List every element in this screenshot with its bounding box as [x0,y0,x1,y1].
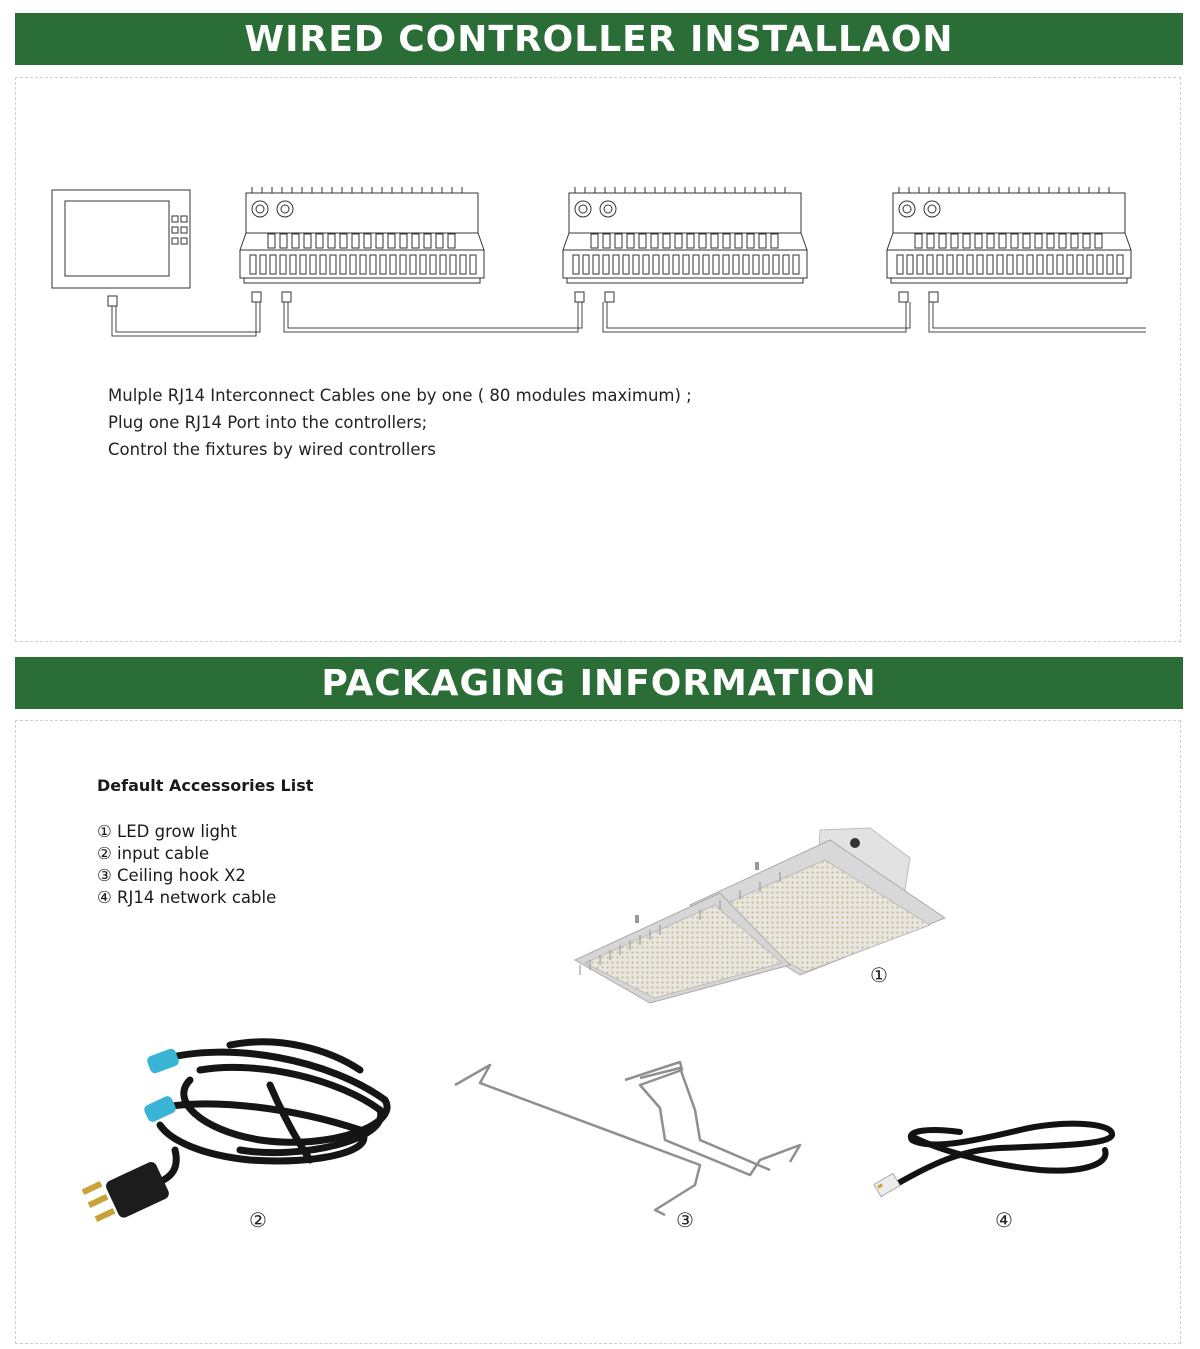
callout-2: ② [249,1208,267,1232]
wired-controller-panel [15,77,1181,642]
led-fixture-drawing [562,187,808,303]
rj14-cable-line [606,302,911,329]
rj14-cable-line [287,302,583,329]
accessory-item: ④ RJ14 network cable [97,888,277,907]
rj14-cable-line [602,302,907,333]
rj14-cable-line [283,302,579,333]
callout-1: ① [870,963,888,987]
wired-controller-banner: WIRED CONTROLLER INSTALLAON [15,13,1183,65]
accessory-item: ③ Ceiling hook X2 [97,866,246,885]
led-fixture-drawing [239,187,485,303]
accessory-item: ① LED grow light [97,822,237,841]
accessory-item: ② input cable [97,844,210,863]
rj14-cable-line [115,302,261,333]
accessories-list: ① LED grow light ② input cable ③ Ceiling… [97,821,276,909]
rj14-cable-line [111,302,257,337]
packaging-banner: PACKAGING INFORMATION [15,657,1183,709]
packaging-panel [15,720,1181,1344]
rj14-cable-line [932,302,1146,329]
instruction-line: Plug one RJ14 Port into the controllers; [108,413,428,432]
callout-3: ③ [676,1208,694,1232]
accessories-list-title: Default Accessories List [97,776,314,795]
installation-instructions: Mulple RJ14 Interconnect Cables one by o… [108,382,692,463]
wired-controller-device [51,189,191,307]
rj14-cable-line [928,302,1146,333]
wiring-diagram [51,187,1146,337]
section-title: PACKAGING INFORMATION [321,662,877,704]
callout-4: ④ [995,1208,1013,1232]
instruction-line: Mulple RJ14 Interconnect Cables one by o… [108,386,692,405]
section-title: WIRED CONTROLLER INSTALLAON [244,18,954,60]
led-fixture-drawing [886,187,1132,303]
instruction-line: Control the fixtures by wired controller… [108,440,436,459]
